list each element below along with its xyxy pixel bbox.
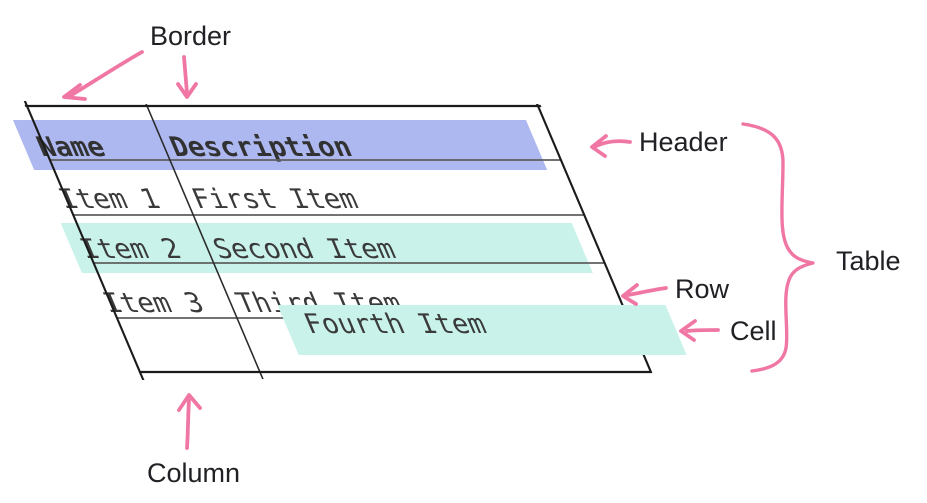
table-border-left [23, 101, 145, 380]
column-divider-line [145, 104, 264, 379]
table-label: Table [836, 246, 901, 276]
border-arrow-curved [68, 50, 144, 98]
row-label: Row [675, 274, 730, 304]
cell-fourth-item: Fourth Item [299, 309, 492, 340]
border-label: Border [150, 21, 232, 51]
table-grid-lines [23, 101, 653, 380]
table-diagram: Name Description Item 1 First Item Item … [12, 101, 687, 380]
border-arrow-straight [182, 55, 189, 95]
column-arrow-head [177, 393, 202, 412]
column-label: Column [147, 458, 241, 488]
column-arrow [185, 398, 191, 450]
header-label: Header [639, 127, 728, 157]
cell-label: Cell [730, 316, 777, 346]
